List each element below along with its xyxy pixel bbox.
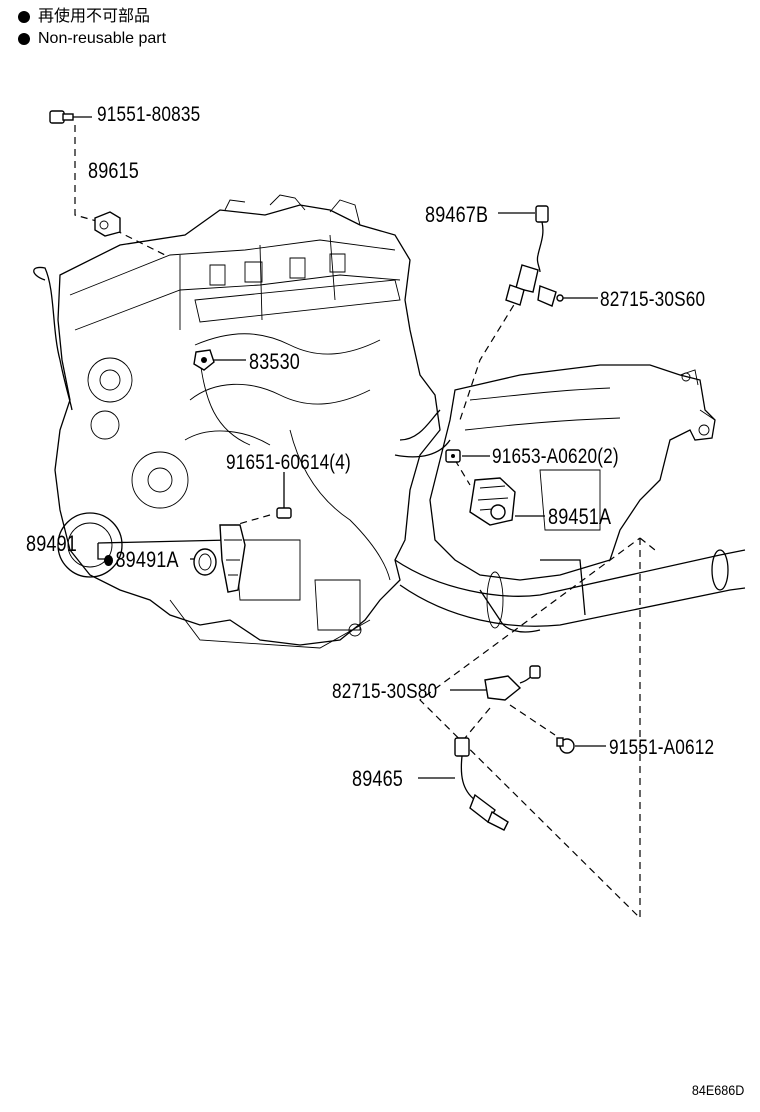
label-89491a: 89491A xyxy=(115,547,179,572)
gasket-82715-30s60-icon xyxy=(537,285,564,307)
oil-pressure-switch-83530-icon xyxy=(193,349,215,371)
bullet-icon xyxy=(104,554,114,566)
label-91551-a0612: 91551-A0612 xyxy=(609,736,715,759)
label-89451a: 89451A xyxy=(548,504,612,529)
bolt-91651-60614-icon xyxy=(276,507,292,519)
sensor-89491-icon xyxy=(219,524,246,593)
label-91651-60614: 91651-60614(4) xyxy=(226,451,351,474)
o-ring-89491a-icon xyxy=(193,548,217,576)
diagram-code: 84E686D xyxy=(691,1082,744,1098)
label-89465: 89465 xyxy=(352,766,403,791)
label-89467b: 89467B xyxy=(425,202,489,227)
legend-row-en: Non-reusable part xyxy=(18,28,166,50)
engine-block-illustration xyxy=(33,194,441,649)
leader-lines xyxy=(70,116,656,920)
legend-row-jp: 再使用不可部品 xyxy=(18,6,166,28)
bolt-91653-a0620-icon xyxy=(445,449,461,463)
oxygen-sensor-89467b-icon xyxy=(505,205,549,306)
label-82715-30s80: 82715-30S80 xyxy=(332,680,438,703)
label-83530: 83530 xyxy=(249,349,300,374)
parts xyxy=(49,110,575,831)
label-89491: 89491 xyxy=(26,531,77,556)
label-89615: 89615 xyxy=(88,158,139,183)
sensor-89451a-icon xyxy=(469,477,516,526)
bullet-icon xyxy=(18,11,30,23)
bolt-91551-a0612-icon xyxy=(556,737,575,754)
bullet-icon xyxy=(18,33,30,45)
transmission-exhaust-illustration xyxy=(394,364,746,633)
legend-text-jp: 再使用不可部品 xyxy=(38,8,151,25)
label-91551-80835: 91551-80835 xyxy=(97,103,201,126)
label-82715-30s60: 82715-30S60 xyxy=(600,288,706,311)
bolt-91551-80835-icon xyxy=(49,110,74,124)
legend: 再使用不可部品 Non-reusable part xyxy=(18,6,166,50)
legend-text-en: Non-reusable part xyxy=(38,30,167,47)
label-89491a-row: 89491A xyxy=(104,547,179,573)
gasket-82715-30s80-icon xyxy=(484,665,541,701)
knock-sensor-89615-icon xyxy=(94,211,121,237)
oxygen-sensor-89465-icon xyxy=(454,737,509,831)
label-91653-a0620: 91653-A0620(2) xyxy=(492,445,619,468)
